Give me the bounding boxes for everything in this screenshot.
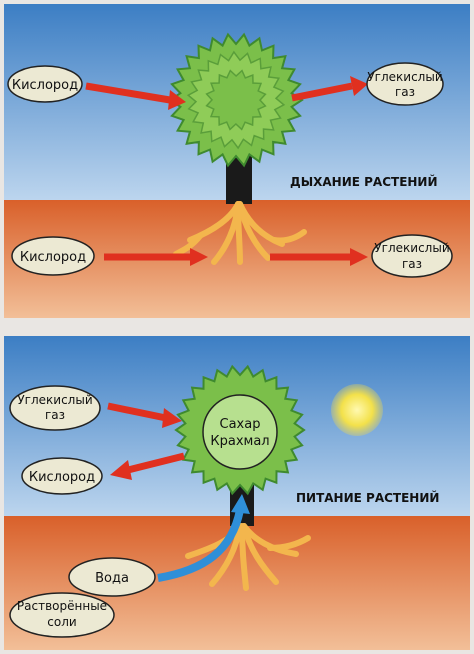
roots: [185, 523, 311, 591]
label-oxygen-soil: Кислород: [11, 236, 95, 276]
label-text-line2: соли: [47, 615, 76, 629]
tree-crown: Сахар Крахмал: [174, 364, 306, 496]
panel-title-respiration: ДЫХАНИЕ РАСТЕНИЙ: [290, 174, 438, 189]
label-text-line2: газ: [45, 408, 65, 422]
label-text: Кислород: [20, 250, 86, 265]
label-text-line1: Углекислый: [17, 393, 92, 407]
label-co2-in: Углекислый газ: [9, 385, 101, 431]
arrow-co2-in: [107, 402, 167, 422]
label-text-line1: Растворённые: [17, 599, 107, 613]
label-text: Кислород: [29, 470, 95, 485]
roots: [173, 201, 307, 265]
label-text-line1: Углекислый: [367, 70, 442, 84]
label-text: Вода: [95, 571, 129, 586]
label-salts: Растворённые соли: [9, 592, 115, 638]
label-water: Вода: [68, 557, 156, 597]
crown-inner-circle: [202, 394, 278, 470]
arrow-water-up: [157, 509, 244, 582]
crown-text-line2: Крахмал: [210, 434, 269, 449]
crown-text-line1: Сахар: [220, 417, 261, 432]
label-text-line2: газ: [395, 85, 415, 99]
panel-respiration: Кислород Углекислый газ ДЫХАНИЕ РАСТЕНИЙ…: [4, 4, 470, 318]
label-co2-air: Углекислый газ: [366, 62, 444, 106]
label-text-line2: газ: [402, 257, 422, 271]
label-co2-soil: Углекислый газ: [371, 234, 453, 278]
arrow-oxygen-out: [127, 452, 185, 474]
panel-nutrition: Сахар Крахмал ПИТАНИЕ РАСТЕНИЙ Углекислы…: [4, 336, 470, 650]
tree-crown: [168, 32, 304, 168]
arrow-co2-out: [291, 82, 353, 102]
sun-icon: [331, 384, 383, 436]
panel-title-nutrition: ПИТАНИЕ РАСТЕНИЙ: [296, 490, 439, 505]
arrow-oxygen-in: [85, 82, 171, 104]
label-text-line1: Углекислый: [374, 241, 449, 255]
label-oxygen-out: Кислород: [21, 457, 103, 495]
label-text: Кислород: [12, 78, 78, 93]
label-oxygen-air: Кислород: [7, 65, 83, 103]
